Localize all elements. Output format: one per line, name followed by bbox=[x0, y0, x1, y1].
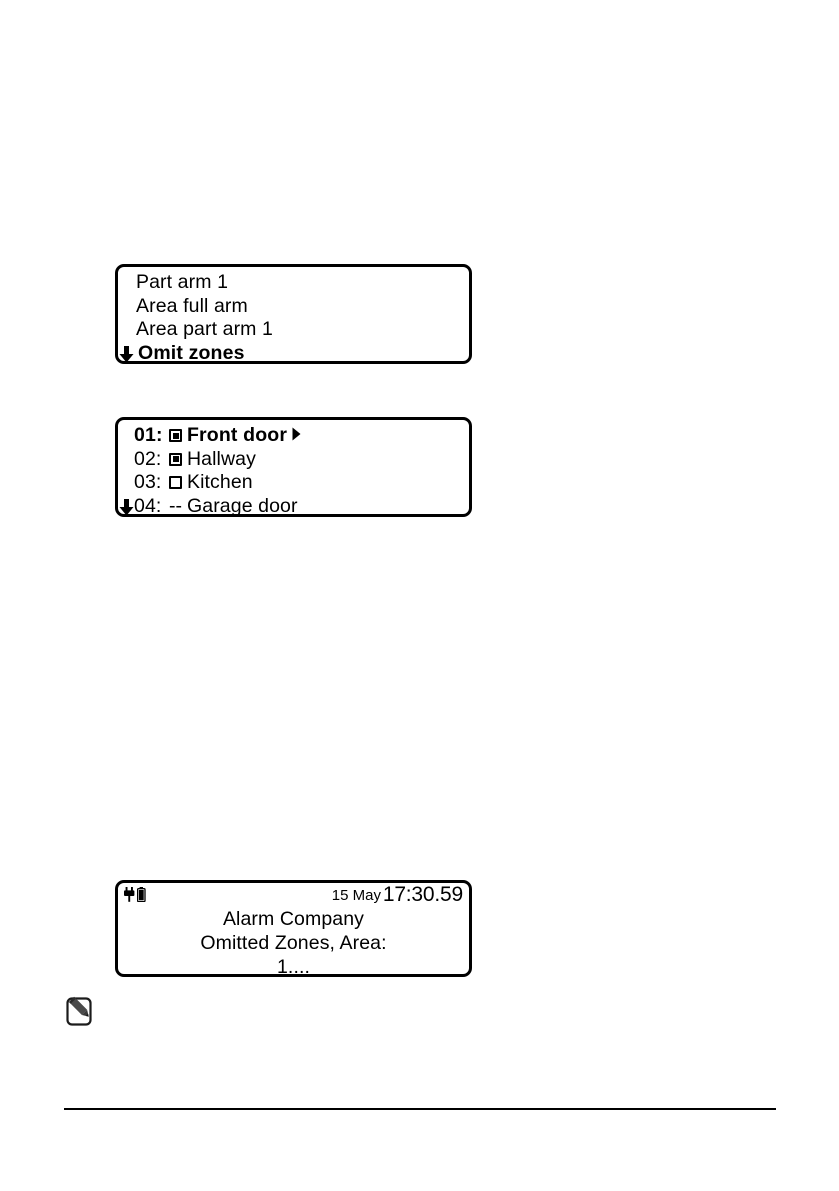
status-message-lines: Alarm Company Omitted Zones, Area: 1.... bbox=[118, 907, 469, 977]
status-date: 15 May bbox=[331, 887, 381, 904]
battery-icon bbox=[137, 887, 146, 902]
menu-item-part-arm-1[interactable]: Part arm 1 bbox=[118, 271, 469, 295]
zone-label: Front door bbox=[187, 424, 288, 446]
menu-item-label: Omit zones bbox=[138, 341, 245, 364]
zone-row-03[interactable]: 03: Kitchen bbox=[118, 471, 469, 495]
zone-index: 01: bbox=[134, 424, 163, 446]
zone-row-02[interactable]: 02: Hallway bbox=[118, 448, 469, 472]
omit-zones-display[interactable]: 01: Front door 02: Hallway 03: Kitchen 04:-… bbox=[115, 417, 472, 517]
alarm-status-display[interactable]: 15 May 17:30.59 Alarm Company Omitted Zo… bbox=[115, 880, 472, 977]
footer-divider bbox=[64, 1108, 776, 1110]
status-line-company: Alarm Company bbox=[222, 908, 365, 930]
status-line-omitted-zones: Omitted Zones, Area: bbox=[200, 932, 387, 954]
zone-checkbox-checked[interactable] bbox=[169, 429, 182, 442]
status-icon-group bbox=[124, 887, 146, 902]
zone-index: 03: bbox=[134, 471, 162, 493]
menu-item-area-full-arm[interactable]: Area full arm bbox=[118, 295, 469, 319]
status-time: 17:30.59 bbox=[382, 883, 463, 906]
status-line-zone-numbers: 1.... bbox=[276, 956, 311, 977]
zone-checkbox-unchecked[interactable] bbox=[169, 476, 182, 489]
menu-item-area-part-arm-1[interactable]: Area part arm 1 bbox=[118, 318, 469, 342]
scroll-down-arrow-icon[interactable] bbox=[119, 498, 134, 514]
zone-unavailable-dashes: -- bbox=[169, 494, 182, 517]
zone-checkbox-checked[interactable] bbox=[169, 452, 182, 466]
right-arrow-icon[interactable] bbox=[292, 427, 301, 441]
zone-row-list: 01: Front door 02: Hallway 03: Kitchen 04:-… bbox=[118, 420, 469, 514]
zone-label: Hallway bbox=[187, 447, 256, 470]
zone-row-01[interactable]: 01: Front door bbox=[118, 424, 469, 448]
zone-label: Kitchen bbox=[187, 471, 253, 493]
note-pencil-icon bbox=[64, 994, 100, 1030]
scroll-down-arrow-icon[interactable] bbox=[119, 345, 134, 361]
zone-row-04[interactable]: 04: --Garage door bbox=[118, 494, 469, 517]
zone-label: Garage door bbox=[187, 494, 298, 517]
menu-item-label: Area full arm bbox=[136, 294, 248, 317]
menu-item-omit-zones[interactable]: Omit zones bbox=[118, 341, 469, 364]
status-top-bar: 15 May 17:30.59 bbox=[118, 883, 469, 907]
zone-index: 04: bbox=[134, 494, 162, 517]
keypad-menu-display[interactable]: Part arm 1 Area full arm Area part arm 1… bbox=[115, 264, 472, 364]
menu-row-list: Part arm 1 Area full arm Area part arm 1… bbox=[118, 267, 469, 361]
menu-item-label: Part arm 1 bbox=[136, 271, 229, 293]
menu-item-label: Area part arm 1 bbox=[136, 318, 273, 340]
mains-power-icon bbox=[124, 887, 135, 902]
zone-index: 02: bbox=[134, 447, 162, 470]
